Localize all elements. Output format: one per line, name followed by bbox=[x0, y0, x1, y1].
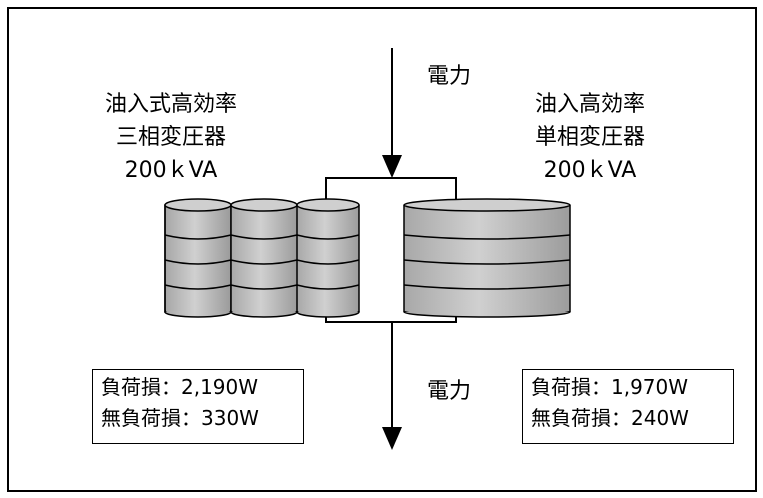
left-transformer-line2: 三相変圧器 bbox=[115, 125, 226, 150]
power-in-label: 電力 bbox=[427, 64, 472, 89]
left-transformer-line1: 油入式高効率 bbox=[104, 92, 237, 117]
left-transformer-line3: 200ｋVA bbox=[124, 158, 218, 183]
power-out-arrowhead bbox=[382, 427, 402, 450]
left-loss-box: 負荷損：2,190W 無負荷損：330W bbox=[92, 369, 304, 444]
cylinder-2 bbox=[230, 198, 298, 318]
right-loss-box: 負荷損：1,970W 無負荷損：240W bbox=[522, 369, 734, 444]
bottom-bus-line bbox=[325, 317, 457, 323]
left-no-load-loss: 無負荷損：330W bbox=[101, 406, 259, 430]
cylinder-1 bbox=[164, 198, 232, 318]
right-transformer-line3: 200ｋVA bbox=[543, 158, 637, 183]
right-load-loss: 負荷損：1,970W bbox=[531, 375, 689, 399]
power-out-label: 電力 bbox=[427, 379, 472, 404]
top-bus-line bbox=[325, 177, 457, 205]
cylinder-3 bbox=[296, 198, 360, 318]
left-load-loss: 負荷損：2,190W bbox=[101, 375, 259, 399]
single-phase-transformer bbox=[403, 198, 571, 318]
three-phase-transformer bbox=[164, 198, 360, 318]
left-transformer-label: 油入式高効率 三相変圧器 200ｋVA bbox=[82, 88, 260, 187]
right-transformer-label: 油入高効率 単相変圧器 200ｋVA bbox=[520, 88, 660, 187]
right-transformer-line1: 油入高効率 bbox=[534, 92, 645, 117]
power-in-arrowhead bbox=[382, 155, 402, 178]
right-transformer-line2: 単相変圧器 bbox=[534, 125, 645, 150]
diagram-frame bbox=[7, 7, 757, 492]
right-no-load-loss: 無負荷損：240W bbox=[531, 406, 689, 430]
